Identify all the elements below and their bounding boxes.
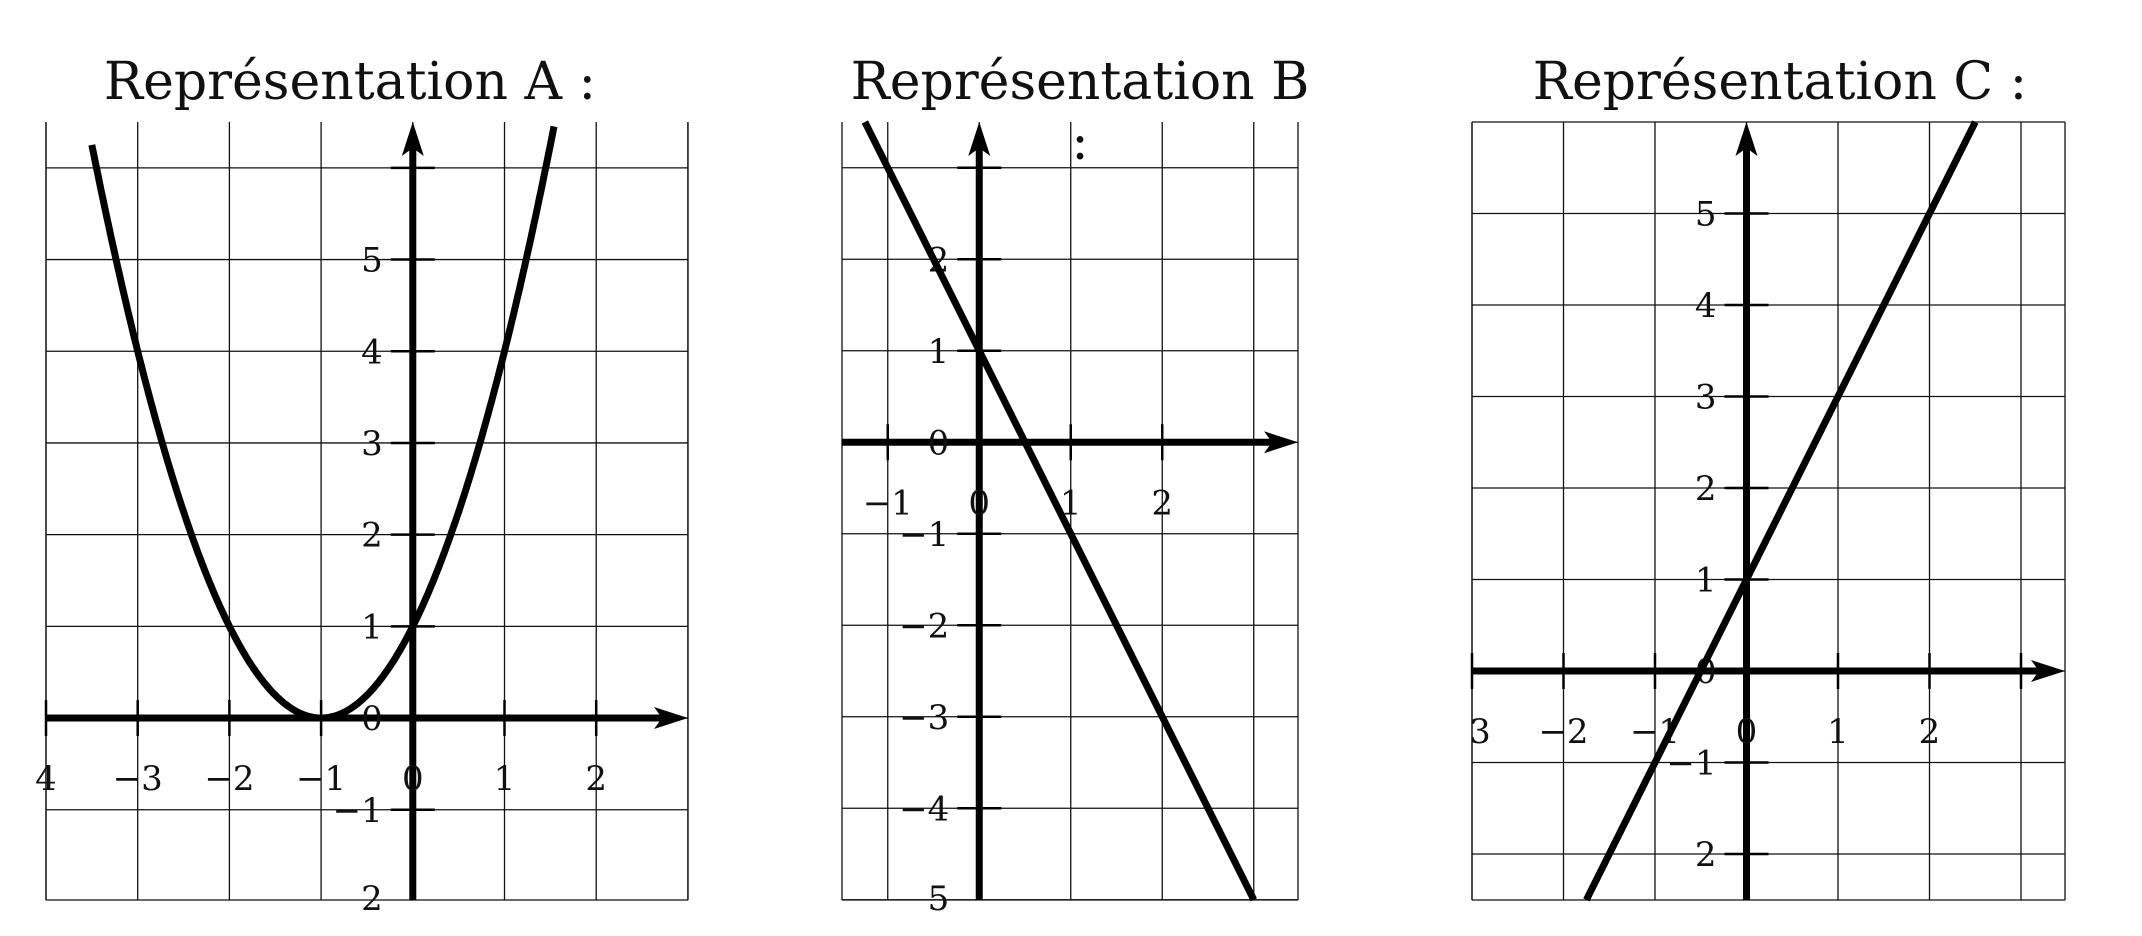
chart-panel-b: Représentation B : −1 0 1 2 −4 −3 −2 −1 1 2 0 5 xyxy=(840,0,1320,936)
y-tick-label: 5 xyxy=(1695,195,1717,235)
x-axis-arrow xyxy=(2031,660,2065,682)
y-tick-label: −1 xyxy=(1666,744,1716,784)
x-tick-label: 0 xyxy=(968,483,990,523)
x-tick-label: 2 xyxy=(1919,712,1941,752)
y-axis-arrow xyxy=(1735,122,1758,156)
series-line xyxy=(1583,120,1979,902)
chart-title: Représentation C : xyxy=(1532,52,2028,112)
x-tick-label: 3 xyxy=(1469,712,1491,752)
y-tick-label: 1 xyxy=(361,607,383,647)
chart-title: Représentation A : xyxy=(103,52,597,112)
y-tick-label-clipped: 2 xyxy=(361,879,383,919)
x-tick-label: 2 xyxy=(585,759,607,799)
y-zero-label: 0 xyxy=(1695,652,1717,692)
x-tick-label: 1 xyxy=(494,759,516,799)
series-line xyxy=(88,125,558,722)
y-tick-label: −2 xyxy=(899,606,949,646)
y-zero-label: 0 xyxy=(928,423,950,463)
y-tick-label: 3 xyxy=(361,424,383,464)
x-tick-label: −2 xyxy=(204,759,254,799)
chart-b-svg: −1 0 1 2 −4 −3 −2 −1 1 2 0 5 xyxy=(841,120,1299,919)
y-tick-label: −1 xyxy=(899,515,949,555)
x-tick-label: 0 xyxy=(402,759,424,799)
y-tick-label-clipped: 5 xyxy=(928,879,950,919)
x-axis-arrow xyxy=(654,707,688,730)
y-tick-label: 2 xyxy=(1695,835,1717,875)
series-line xyxy=(861,120,1257,902)
y-axis-arrow xyxy=(968,122,991,156)
y-tick-label: −1 xyxy=(333,791,383,831)
y-tick-label: 4 xyxy=(1695,286,1717,326)
x-tick-label: 4 xyxy=(35,759,57,799)
x-tick-label: 1 xyxy=(1827,712,1849,752)
x-axis-arrow xyxy=(1264,431,1298,454)
y-tick-label: 2 xyxy=(361,516,383,556)
x-tick-label: −3 xyxy=(113,759,163,799)
y-tick-label: 1 xyxy=(928,332,950,372)
y-tick-label: 3 xyxy=(1695,378,1717,418)
y-tick-label: −4 xyxy=(899,789,949,829)
y-axis-arrow xyxy=(401,122,424,156)
x-tick-label: 2 xyxy=(1151,483,1173,523)
x-tick-label: 1 xyxy=(1060,483,1082,523)
x-tick-label: −2 xyxy=(1538,712,1588,752)
y-tick-label: 5 xyxy=(361,241,383,281)
y-tick-label: 2 xyxy=(1695,469,1717,509)
y-tick-label: 1 xyxy=(1695,561,1717,601)
x-tick-label: −1 xyxy=(863,483,913,523)
y-tick-label: −3 xyxy=(899,698,949,738)
chart-panel-a: Représentation A : 4 −3 −2 −1 0 1 2 −1 1 2 3 4 5 0 2 xyxy=(0,0,700,936)
chart-title: Représentation B : xyxy=(850,52,1310,172)
y-tick-label: 4 xyxy=(361,332,383,372)
y-zero-label: 0 xyxy=(361,699,383,739)
x-tick-label: −1 xyxy=(296,759,346,799)
chart-a-svg: 4 −3 −2 −1 0 1 2 −1 1 2 3 4 5 0 2 xyxy=(35,122,689,919)
x-tick-label: 0 xyxy=(1736,712,1758,752)
y-tick-label: 2 xyxy=(928,240,950,280)
